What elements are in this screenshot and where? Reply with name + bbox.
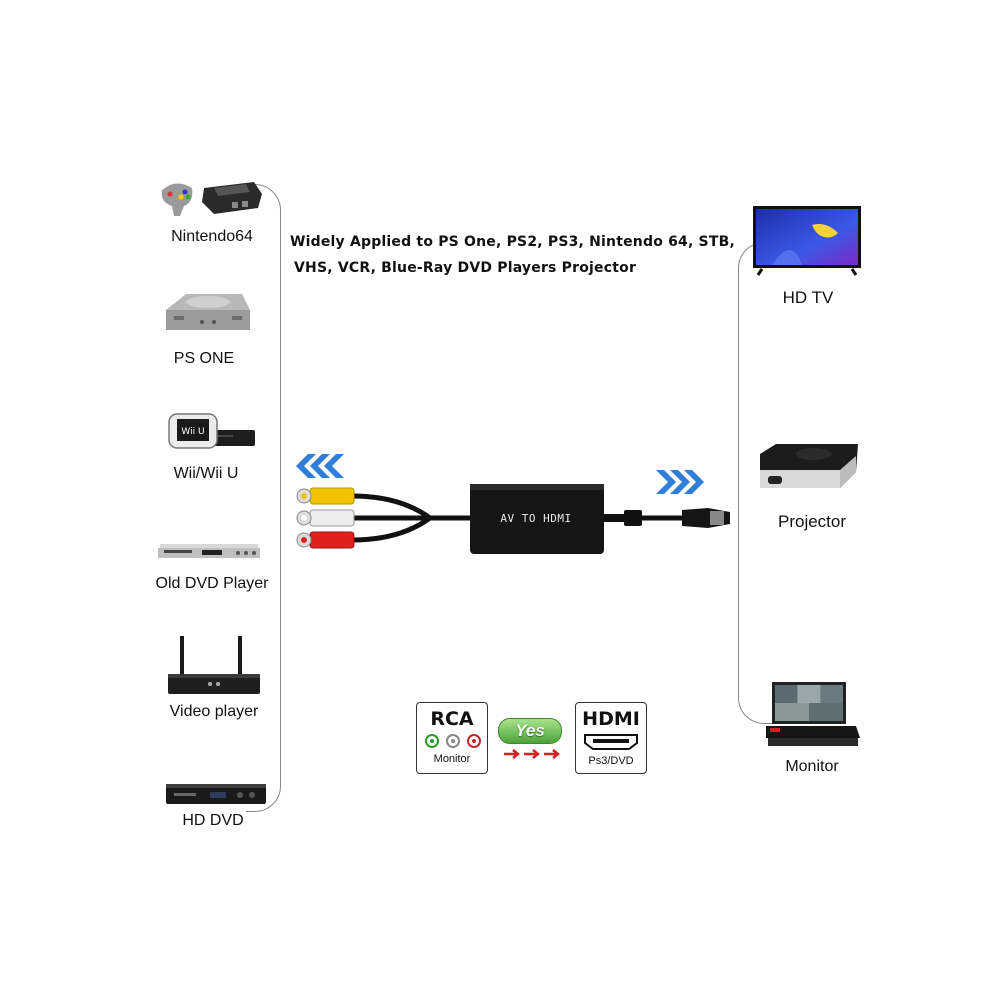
hd-dvd-player-icon <box>164 780 268 808</box>
rca-connectors-icon <box>422 733 484 749</box>
headline-line-2: VHS, VCR, Blue-Ray DVD Players Projector <box>294 260 637 276</box>
dvd-player-icon <box>158 538 262 564</box>
av-to-hdmi-converter <box>290 478 740 568</box>
source-label-ps-one: PS ONE <box>173 350 235 367</box>
source-label-video-player: Video player <box>169 703 259 720</box>
rca-badge: RCA Monitor <box>416 702 488 774</box>
video-player-icon <box>166 634 262 696</box>
hdmi-port-icon <box>583 733 639 751</box>
rca-badge-title: RCA <box>430 708 474 730</box>
monitor-icon <box>764 680 862 752</box>
yes-badge: Yes <box>498 718 562 744</box>
rca-badge-subtitle: Monitor <box>433 753 471 765</box>
source-label-wii: Wii/Wii U <box>173 465 239 482</box>
source-label-old-dvd-player: Old DVD Player <box>155 575 269 592</box>
output-label-projector: Projector <box>777 512 847 531</box>
output-label-monitor: Monitor <box>785 758 839 775</box>
source-label-nintendo64: Nintendo64 <box>171 228 253 245</box>
tv-icon <box>752 205 862 277</box>
converter-box-label: AV TO HDMI <box>500 512 572 525</box>
ps-one-console-icon <box>162 288 254 338</box>
output-label-hd-tv: HD TV <box>782 288 834 307</box>
svg-text:Wii U: Wii U <box>181 427 204 437</box>
hdmi-badge-title: HDMI <box>582 708 640 730</box>
wii-u-console-icon: Wii U <box>165 410 257 450</box>
hdmi-badge: HDMI Ps3/DVD <box>575 702 647 774</box>
nintendo64-console-icon <box>158 172 266 222</box>
red-arrows-icon <box>504 748 562 760</box>
double-chevron-right-icon <box>656 468 706 496</box>
hdmi-badge-subtitle: Ps3/DVD <box>588 755 634 767</box>
source-label-hd-dvd: HD DVD <box>182 812 244 829</box>
projector-icon <box>756 440 862 496</box>
double-chevron-left-icon <box>294 452 344 480</box>
headline-line-1: Widely Applied to PS One, PS2, PS3, Nint… <box>290 234 735 250</box>
